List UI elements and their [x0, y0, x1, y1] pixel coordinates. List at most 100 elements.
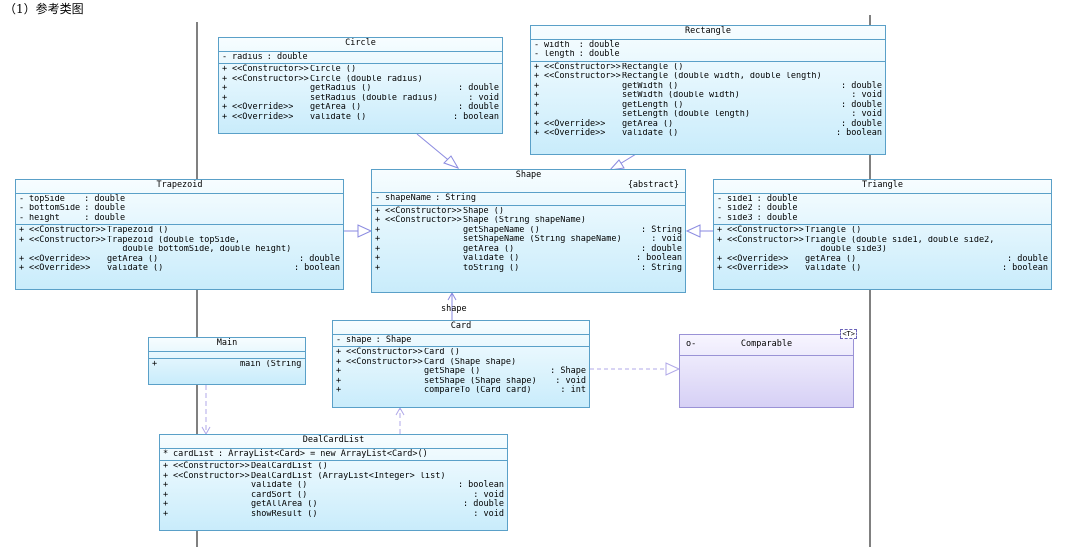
operation-visibility: + [375, 253, 381, 263]
operation-stereotype: <<Constructor>> [727, 234, 804, 245]
operation-stereotype: <<Override>> [232, 102, 294, 112]
operation-stereotype: <<Constructor>> [544, 71, 621, 81]
operation-signature: validate () [622, 129, 679, 138]
operation-return-type: : void [473, 489, 504, 500]
operation-row: double bottomSide, double height) [19, 245, 340, 255]
class-name: Trapezoid [156, 180, 203, 190]
attribute-visibility: - [336, 334, 342, 345]
class-name-header: Triangle [714, 180, 1051, 194]
attribute-type: : double [84, 203, 126, 213]
operation-signature: setLength (double length) [622, 110, 750, 119]
operations-compartment: +<<Constructor>>Circle () + <<Constructor>… [219, 64, 502, 123]
class-name-header: Circle [219, 38, 502, 52]
operation-return-type: : boolean [293, 263, 340, 273]
operation-visibility: + [163, 480, 169, 490]
operation-return-type: : void [651, 234, 682, 244]
operation-signature: getShapeName () [463, 225, 540, 235]
operation-visibility: + [534, 61, 540, 72]
operation-stereotype [385, 245, 463, 255]
diagram-caption: （1）参考类图 [4, 2, 84, 16]
operation-row: +setShape (Shape shape): void [336, 376, 586, 387]
operation-signature: getLength () [622, 100, 684, 110]
operation-row: +<<Constructor>>Circle () [222, 64, 499, 75]
class-name: Shape [515, 170, 542, 180]
operation-stereotype [385, 235, 463, 245]
operation-stereotype: <<Override>> [727, 263, 789, 273]
attributes-compartment: *cardList: ArrayList<Card> = new ArrayLi… [160, 449, 507, 461]
operation-row: +main (String args[]) : void [152, 359, 302, 370]
class-name-header: Card [333, 321, 589, 335]
attributes-compartment: -radius: double [219, 52, 502, 64]
operation-row: +getArea (): double [375, 244, 682, 255]
operation-return-type: : Shape [550, 366, 586, 376]
operation-return-type: : double [458, 83, 499, 93]
operation-return-type: : double [841, 99, 882, 110]
trapezoid-generalization-arrowhead [357, 224, 373, 238]
operation-stereotype: <<Constructor>> [173, 470, 250, 481]
operation-row: +getRadius (): double [222, 83, 499, 94]
operation-stereotype: <<Override>> [544, 128, 606, 138]
operation-stereotype [544, 82, 622, 92]
operation-row: +<<Override>>validate (): boolean [534, 128, 882, 139]
operation-stereotype [544, 101, 622, 111]
attribute-row: -side2: double [717, 203, 1048, 214]
operation-return-type: : double [841, 118, 882, 129]
operation-row: +validate (): boolean [375, 253, 682, 264]
operation-signature: getArea () [622, 119, 674, 129]
operation-return-type: : void [468, 92, 499, 103]
attributes-compartment: -shape: Shape [333, 334, 589, 347]
operation-signature: Shape () [463, 206, 504, 216]
operation-stereotype: <<Constructor>> [232, 64, 309, 74]
class-dealcardlist[interactable]: DealCardList *cardList: ArrayList<Card> =… [159, 434, 508, 531]
class-rectangle[interactable]: Rectangle-width : double-length: double+… [530, 25, 886, 155]
operation-stereotype: <<Constructor>> [385, 215, 462, 225]
operation-row: +getLength (): double [534, 99, 882, 111]
class-shape[interactable]: Shape{abstract}-shapeName: String+<<Cons… [371, 169, 686, 293]
operations-compartment: +main (String args[]) : void [149, 359, 305, 371]
operation-visibility: + [163, 508, 169, 519]
operations-compartment: +<<Constructor>>Shape ()+<<Constructor>>… [372, 206, 685, 275]
attribute-visibility: - [717, 212, 723, 223]
interface-comparable[interactable]: o- Comparable <T> [679, 329, 857, 408]
class-name: DealCardList [302, 435, 365, 445]
operation-signature: setShape (Shape shape) [424, 376, 537, 386]
operation-signature: getRadius () [310, 84, 372, 93]
operation-visibility: + [336, 356, 342, 367]
operation-visibility: + [163, 470, 169, 481]
class-card[interactable]: Card-shape: Shape+<<Constructor>>Card ()… [332, 320, 590, 408]
class-name-header: Main [149, 338, 305, 352]
class-name: Main [216, 338, 238, 348]
operation-return-type: : boolean [835, 128, 882, 138]
operation-signature: double side3) [805, 245, 887, 254]
operation-stereotype: <<Override>> [544, 118, 606, 129]
operation-row: +<<Constructor>>Trapezoid () [19, 225, 340, 236]
class-name-header: Rectangle [531, 26, 885, 40]
operation-row: +getWidth (): double [534, 81, 882, 92]
type-parameter: <T> [840, 329, 857, 339]
operation-signature: Trapezoid (double topSide, [107, 235, 241, 245]
attribute-visibility: - [534, 39, 540, 50]
operation-row: +<<Override>>getArea (): double [19, 254, 340, 265]
class-triangle[interactable]: Triangle-side1: double-side2: double-sid… [713, 179, 1052, 290]
operation-visibility: + [375, 215, 381, 225]
operation-signature: Circle (double radius) [310, 74, 423, 84]
operation-signature: Triangle () [805, 226, 862, 235]
operation-return-type: : String [641, 262, 682, 273]
attribute-visibility: - [375, 193, 381, 203]
operation-stereotype [544, 91, 622, 101]
operation-signature: validate () [107, 264, 164, 273]
operation-visibility: + [222, 92, 228, 103]
operation-stereotype [173, 510, 251, 520]
operation-row: +setRadius (double radius): void [222, 92, 499, 104]
operation-stereotype [173, 481, 251, 491]
class-circle[interactable]: Circle-radius: double+<<Constructor>>Cir… [218, 37, 503, 134]
class-main[interactable]: Main +main (String args[]) : void [148, 337, 306, 385]
operation-row: +<<Constructor>>Triangle (double side1, … [717, 234, 1048, 246]
operation-stereotype: <<Constructor>> [346, 347, 423, 357]
attribute-type: : Shape [375, 334, 412, 345]
class-stereotype: {abstract} [627, 179, 679, 190]
class-trapezoid[interactable]: Trapezoid-topSide : double-bottomSide: d… [15, 179, 344, 290]
attribute-row: -side1: double [717, 194, 1048, 205]
operation-row: +validate (): boolean [163, 480, 504, 491]
operation-visibility: + [717, 225, 723, 235]
